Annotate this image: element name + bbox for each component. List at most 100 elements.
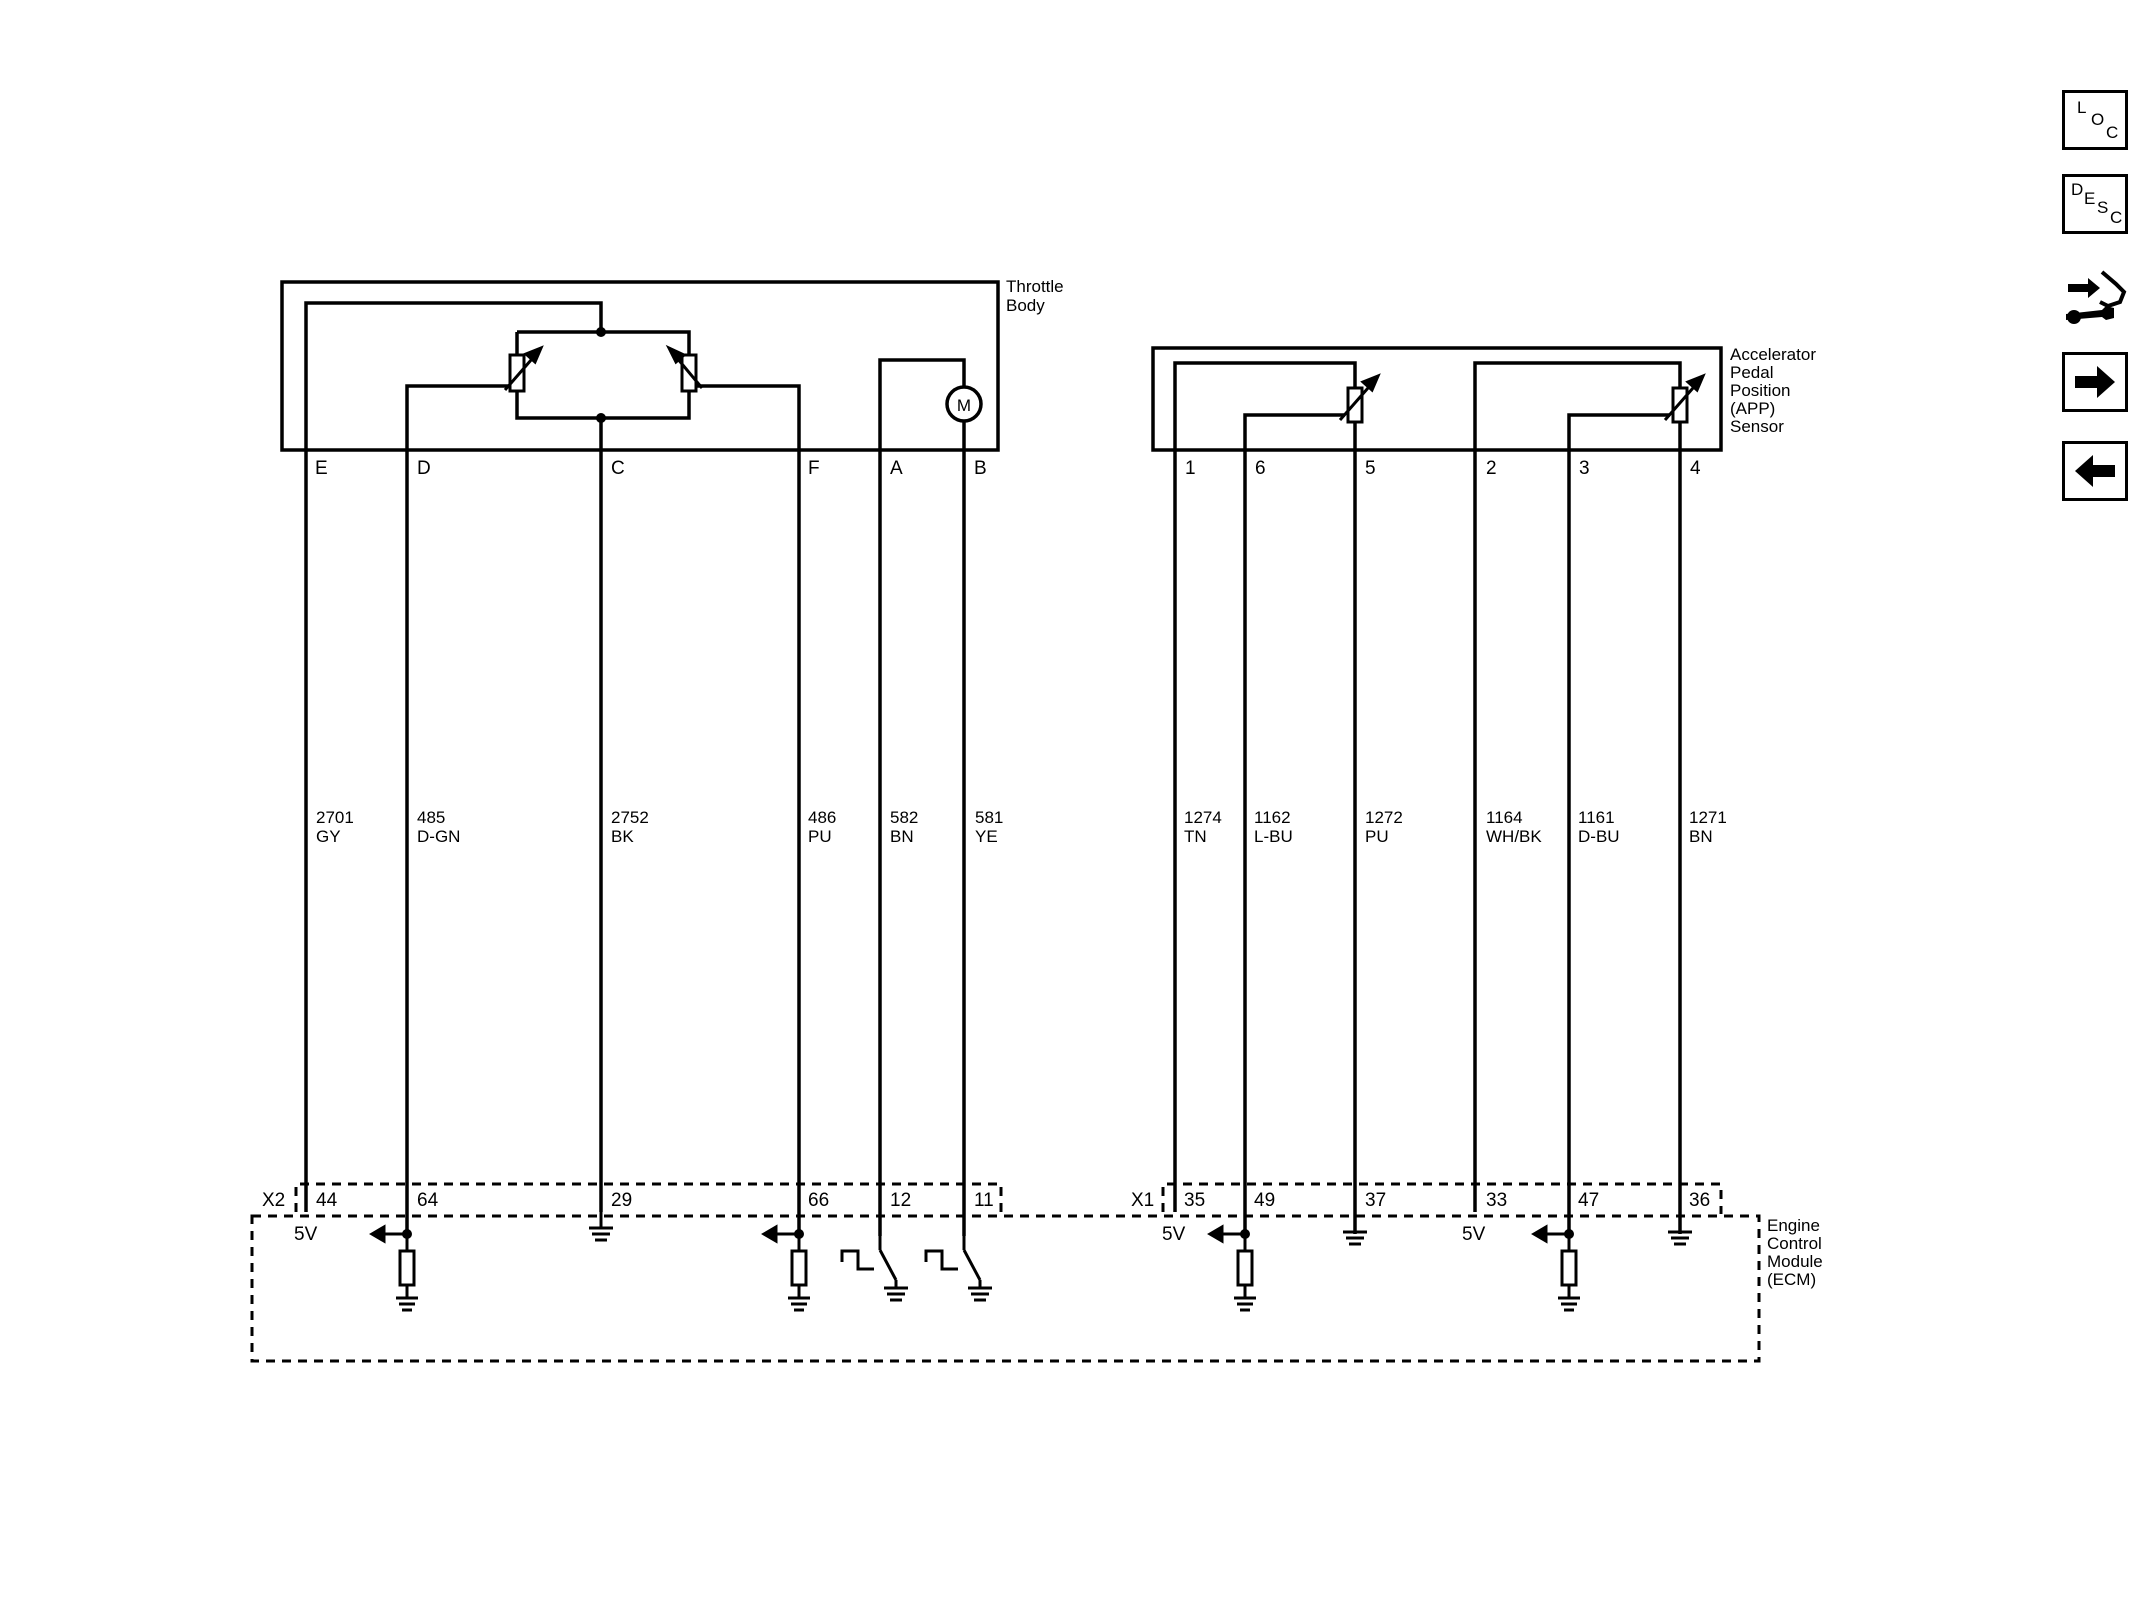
circuit-1162-color: L-BU [1254, 827, 1293, 846]
ecm-5v-label-x1-b: 5V [1462, 1224, 1486, 1245]
circuit-1164-color: WH/BK [1486, 827, 1542, 846]
wire-app-2 [1473, 361, 1682, 1212]
throttle-pin-f: F [808, 458, 820, 479]
wire-app-1 [1173, 361, 1357, 1212]
ecm-input-66 [761, 1224, 810, 1312]
ecm-box [250, 1214, 1761, 1363]
circuit-2752-color: BK [611, 827, 634, 846]
app-pin-1: 1 [1185, 458, 1196, 479]
app-pin-4: 4 [1690, 458, 1701, 479]
throttle-pin-b: B [974, 458, 987, 479]
prev-button[interactable] [2062, 441, 2128, 501]
arrow-left-icon [2075, 455, 2115, 487]
ecm-x2-pin-11: 11 [974, 1190, 994, 1211]
wire-throttle-e [304, 301, 603, 1212]
circuit-1274-number: 1274 [1184, 808, 1222, 827]
ground-symbol-37 [1343, 1230, 1367, 1246]
circuit-1272-color: PU [1365, 827, 1389, 846]
wire-throttle-a [878, 358, 966, 1236]
circuit-1272-number: 1272 [1365, 808, 1403, 827]
ecm-5v-label-x2: 5V [294, 1224, 318, 1245]
connector-x1-label: X1 [1131, 1190, 1154, 1211]
circuit-485-number: 485 [417, 808, 445, 827]
app-label-2: Pedal [1730, 363, 1773, 382]
circuit-1161-number: 1161 [1578, 808, 1615, 827]
throttle-body-box [280, 280, 1000, 452]
throttle-pin-d: D [417, 458, 431, 479]
ecm-x2-pin-64: 64 [417, 1190, 439, 1211]
wire-throttle-d [405, 384, 517, 1234]
circuit-581-number: 581 [975, 808, 1003, 827]
circuit-1274-color: TN [1184, 827, 1207, 846]
throttle-body-label-1: Throttle [1006, 277, 1064, 296]
ecm-input-49 [1207, 1224, 1256, 1312]
ground-symbol-29 [589, 1212, 613, 1242]
ecm-label-1: Engine [1767, 1216, 1820, 1235]
app-label-5: Sensor [1730, 417, 1784, 436]
arrow-right-icon [2075, 366, 2115, 398]
circuit-485-color: D-GN [417, 827, 460, 846]
wire-throttle-f [689, 384, 801, 1234]
motor-symbol: M [957, 396, 971, 415]
circuit-486-number: 486 [808, 808, 836, 827]
ecm-motor-driver-12 [840, 1236, 908, 1302]
throttle-body-label-2: Body [1006, 296, 1045, 315]
loc-icon-c: C [2106, 123, 2119, 142]
app-label-1: Accelerator [1730, 345, 1816, 364]
circuit-486-color: PU [808, 827, 832, 846]
loc-icon-o: O [2091, 110, 2105, 129]
ecm-x1-pin-36: 36 [1689, 1190, 1710, 1211]
desc-icon-e: E [2084, 189, 2096, 208]
next-button[interactable] [2062, 352, 2128, 412]
connector-x2-label: X2 [262, 1190, 285, 1211]
ecm-x2-pin-29: 29 [611, 1190, 632, 1211]
tps-2-variable-resistor [665, 344, 704, 393]
bridge-left [515, 332, 691, 420]
desc-button[interactable]: D E S C [2062, 174, 2128, 234]
app-label-3: Position [1730, 381, 1790, 400]
app-2-variable-resistor [1663, 373, 1706, 424]
app-sensor-box [1151, 346, 1723, 452]
app-pin-3: 3 [1579, 458, 1590, 479]
ecm-motor-driver-11 [924, 1236, 992, 1302]
bridge-top [517, 330, 691, 395]
throttle-motor: M [945, 385, 983, 423]
connector-x1-outline [1161, 1182, 1723, 1214]
app-label-4: (APP) [1730, 399, 1775, 418]
circuit-1271-number: 1271 [1689, 808, 1727, 827]
throttle-pin-a: A [890, 458, 903, 479]
throttle-pin-c: C [611, 458, 625, 479]
app-1-variable-resistor [1338, 373, 1381, 424]
ecm-x2-pin-44: 44 [316, 1190, 338, 1211]
circuit-1162-number: 1162 [1254, 808, 1291, 827]
circuit-582-color: BN [890, 827, 914, 846]
ecm-x2-pin-12: 12 [890, 1190, 911, 1211]
loc-icon-l: L [2077, 98, 2087, 117]
ecm-input-64 [369, 1224, 418, 1312]
circuit-581-color: YE [975, 827, 998, 846]
circuit-582-number: 582 [890, 808, 918, 827]
loc-button[interactable]: L O C [2062, 90, 2128, 150]
ecm-x1-pin-33: 33 [1486, 1190, 1507, 1211]
ecm-label-3: Module [1767, 1252, 1823, 1271]
circuit-1271-color: BN [1689, 827, 1713, 846]
app-pin-6: 6 [1255, 458, 1266, 479]
app-pin-2: 2 [1486, 458, 1497, 479]
tps-1-variable-resistor [503, 345, 544, 393]
ground-symbol-36 [1668, 1230, 1692, 1246]
circuit-1161-color: D-BU [1578, 827, 1620, 846]
circuit-2752-number: 2752 [611, 808, 649, 827]
connector-wrench-button[interactable] [2062, 262, 2128, 332]
circuit-1164-number: 1164 [1486, 808, 1523, 827]
ecm-x1-pin-47: 47 [1578, 1190, 1599, 1211]
wire-app-6 [1243, 413, 1345, 1234]
ecm-x1-pin-37: 37 [1365, 1190, 1386, 1211]
app-pin-5: 5 [1365, 458, 1376, 479]
ecm-input-47 [1531, 1224, 1580, 1312]
ecm-x1-pin-49: 49 [1254, 1190, 1275, 1211]
ecm-5v-label-x1-a: 5V [1162, 1224, 1186, 1245]
desc-icon-c: C [2110, 208, 2123, 227]
wire-app-3 [1567, 413, 1670, 1234]
ecm-x1-pin-35: 35 [1184, 1190, 1205, 1211]
desc-icon-d: D [2071, 180, 2084, 199]
